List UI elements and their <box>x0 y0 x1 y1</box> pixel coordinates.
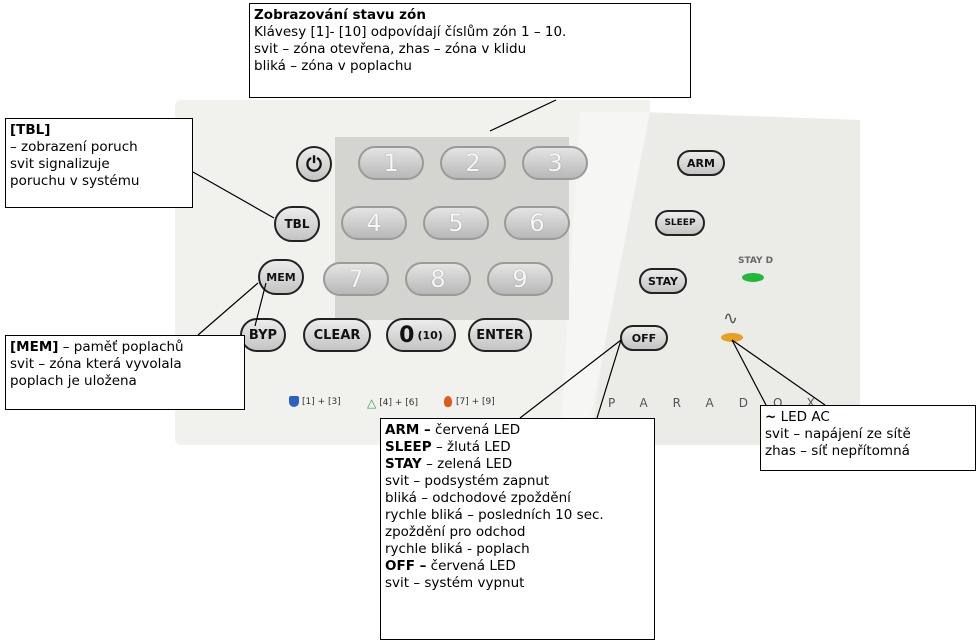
callout-mem-title-rest: – paměť poplachů <box>58 339 184 355</box>
off-button[interactable]: OFF <box>620 325 668 351</box>
mem-button[interactable]: MEM <box>258 259 304 295</box>
stay-led <box>742 273 764 282</box>
key-3[interactable]: 3 <box>522 146 588 180</box>
callout-zones: Zobrazování stavu zón Klávesy [1]- [10] … <box>249 3 691 98</box>
callout-zones-line: svit – zóna otevřena, zhas – zóna v klid… <box>254 41 527 57</box>
callout-arm-line: rychle bliká – posledních 10 sec. <box>385 507 604 523</box>
callout-off-rest: červená LED <box>426 558 516 574</box>
callout-stay-label: STAY <box>385 456 422 472</box>
callout-sleep-row: SLEEP – žlutá LED <box>385 439 650 456</box>
zero-digit: 0 <box>399 322 415 348</box>
callout-tbl-line: poruchu v systému <box>10 173 140 189</box>
callout-arm-line: svit – podsystém zapnut <box>385 473 550 489</box>
key-8[interactable]: 8 <box>405 262 471 296</box>
zero-sub: (10) <box>417 328 443 342</box>
callout-mem-line: svit – zóna která vyvolala <box>10 356 182 372</box>
callout-tbl-line: – zobrazení poruch <box>10 139 138 155</box>
key-1[interactable]: 1 <box>358 146 424 180</box>
key-5[interactable]: 5 <box>423 206 489 240</box>
callout-arm-line: bliká – odchodové zpoždění <box>385 490 571 506</box>
callout-zones-line: bliká – zóna v poplachu <box>254 58 412 74</box>
legend-fire: [7] + [9] <box>444 396 495 407</box>
ac-icon: ∿ <box>723 308 739 329</box>
callout-arm-line: rychle bliká - poplach <box>385 541 530 557</box>
callout-zones-title: Zobrazování stavu zón <box>254 7 426 23</box>
stay-led-label: STAY D <box>738 256 774 266</box>
enter-button[interactable]: ENTER <box>468 318 532 352</box>
stay-button[interactable]: STAY <box>639 268 687 294</box>
legend-police-text: [1] + [3] <box>302 396 341 407</box>
callout-ac-line: svit – napájení ze sítě <box>765 426 911 442</box>
legend-fire-text: [7] + [9] <box>456 396 495 407</box>
legend-medical: △[4] + [6] <box>367 396 418 410</box>
callout-arm-label: ARM – <box>385 422 431 438</box>
arm-button[interactable]: ARM <box>677 150 725 176</box>
callout-sleep-rest: – žlutá LED <box>431 439 511 455</box>
callout-ac-title: ~ <box>765 409 777 425</box>
callout-zones-line: Klávesy [1]- [10] odpovídají číslům zón … <box>254 24 567 40</box>
key-9[interactable]: 9 <box>487 262 553 296</box>
callout-arm-states: ARM – červená LED SLEEP – žlutá LED STAY… <box>380 418 655 640</box>
callout-arm-rest: červená LED <box>430 422 521 438</box>
callout-mem-line: poplach je uložena <box>10 373 137 389</box>
sleep-button[interactable]: SLEEP <box>655 210 705 236</box>
callout-off-row: OFF – červená LED <box>385 558 650 575</box>
warning-icon: △ <box>367 396 377 410</box>
callout-mem: [MEM] – paměť poplachů svit – zóna která… <box>5 335 245 410</box>
zero-button[interactable]: 0(10) <box>386 318 456 352</box>
callout-tbl-line: svit signalizuje <box>10 156 110 172</box>
callout-stay-row: STAY – zelená LED <box>385 456 650 473</box>
callout-stay-rest: – zelená LED <box>421 456 513 472</box>
power-button[interactable]: ⏻ <box>296 146 332 182</box>
callout-arm-row: ARM – červená LED <box>385 422 650 439</box>
callout-off-label: OFF – <box>385 558 427 574</box>
shield-icon <box>289 396 299 407</box>
fire-icon <box>444 396 452 407</box>
ac-led <box>721 333 743 342</box>
callout-ac-line: zhas – síť nepřítomná <box>765 443 910 459</box>
callout-ac: ~ LED AC svit – napájení ze sítě zhas – … <box>760 405 976 471</box>
callout-tbl: [TBL] – zobrazení poruch svit signalizuj… <box>5 118 193 208</box>
callout-sleep-label: SLEEP <box>385 439 432 455</box>
legend-police: [1] + [3] <box>289 396 341 407</box>
callout-off-line: svit – systém vypnut <box>385 575 525 591</box>
byp-button[interactable]: BYP <box>240 318 286 352</box>
callout-arm-line: zpoždění pro odchod <box>385 524 526 540</box>
key-4[interactable]: 4 <box>341 206 407 240</box>
key-6[interactable]: 6 <box>504 206 570 240</box>
callout-mem-title: [MEM] <box>10 339 59 355</box>
legend-medical-text: [4] + [6] <box>379 398 418 408</box>
callout-ac-title-row: ~ LED AC <box>765 409 971 426</box>
callout-mem-title-row: [MEM] – paměť poplachů <box>10 339 240 356</box>
key-7[interactable]: 7 <box>323 262 389 296</box>
key-2[interactable]: 2 <box>440 146 506 180</box>
callout-tbl-title: [TBL] <box>10 122 51 138</box>
tbl-button[interactable]: TBL <box>274 206 320 242</box>
callout-ac-title-rest: LED AC <box>776 409 830 425</box>
clear-button[interactable]: CLEAR <box>303 318 371 352</box>
